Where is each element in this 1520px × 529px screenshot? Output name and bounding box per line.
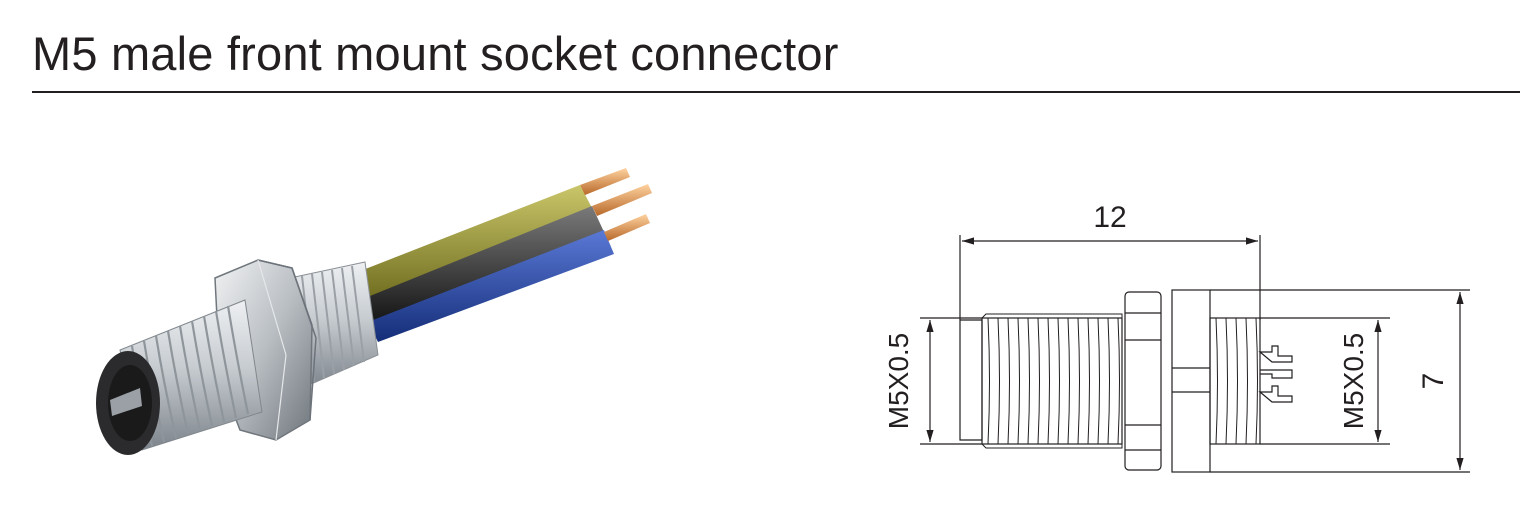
front-thread-ticks	[987, 317, 1120, 445]
front-body-outline	[959, 319, 983, 441]
rear-thread-outline	[1209, 317, 1261, 445]
connector-photo	[96, 168, 652, 455]
height-label: 7	[1417, 373, 1450, 390]
front-thread-outline	[981, 317, 1123, 445]
black-wire	[360, 206, 604, 322]
right-thread-label: M5X0.5	[1338, 333, 1369, 430]
yellow-wire	[350, 185, 592, 302]
length-label: 12	[1093, 201, 1126, 234]
flange-outline	[1171, 289, 1211, 473]
copper-strand-1	[580, 168, 630, 195]
dimension-drawing: 12 M5X0.5 M5X0.5 7	[883, 201, 1470, 473]
front-face	[96, 351, 160, 455]
copper-strand-3	[604, 214, 650, 241]
left-thread-label: M5X0.5	[883, 333, 914, 430]
hex-nut-outline	[1124, 291, 1162, 471]
rear-thread-ticks	[1215, 317, 1258, 445]
blue-wire	[368, 230, 614, 342]
copper-strand-2	[592, 184, 652, 216]
wire-group	[350, 168, 652, 342]
pins-outline	[1258, 345, 1293, 403]
page-title: M5 male front mount socket connector	[32, 27, 839, 80]
title-divider	[32, 91, 1520, 93]
